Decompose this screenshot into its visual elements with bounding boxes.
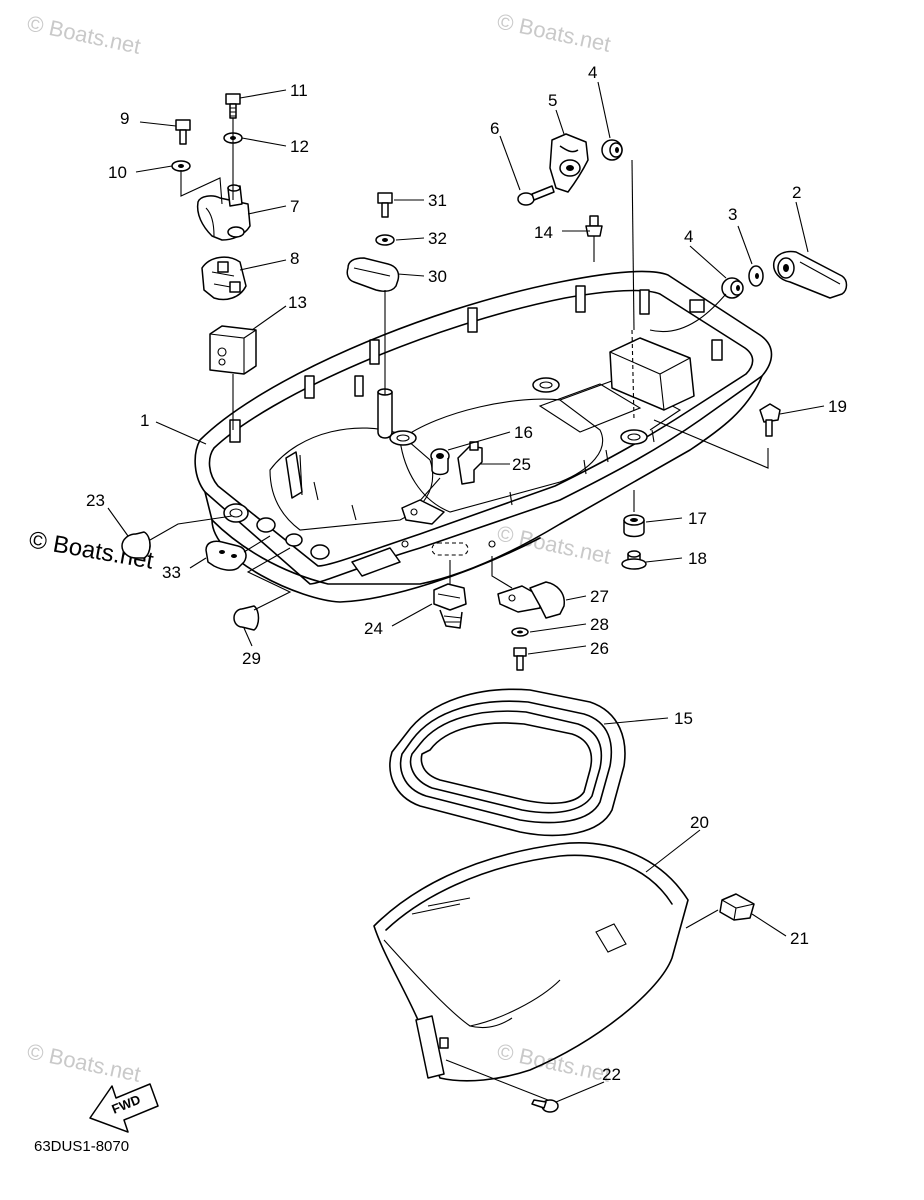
callout-18: 18 (688, 549, 707, 568)
callout-28: 28 (590, 615, 609, 634)
callout-7: 7 (290, 197, 299, 216)
watermark-top-left: © Boats.net (25, 10, 143, 58)
watermark-top-center: © Boats.net (495, 8, 613, 56)
lower-cover-20 (373, 842, 689, 1082)
callout-2: 2 (792, 183, 801, 202)
callout-30: 30 (428, 267, 447, 286)
callout-8: 8 (290, 249, 299, 268)
clip-25 (457, 441, 483, 485)
pad-21 (719, 893, 755, 921)
callout-32: 32 (428, 229, 447, 248)
grommet-33 (205, 540, 247, 571)
mount-17 (623, 514, 645, 538)
plug-23 (121, 531, 151, 559)
grommet-4-upper (601, 139, 623, 161)
callout-33: 33 (162, 563, 181, 582)
collar-18 (621, 550, 647, 570)
callout-20: 20 (690, 813, 709, 832)
callout-17: 17 (688, 509, 707, 528)
callout-24: 24 (364, 619, 383, 638)
screw-22 (531, 1099, 559, 1113)
rim-bosses (229, 285, 723, 443)
callout-6: 6 (490, 119, 499, 138)
washer-28 (511, 627, 529, 637)
callout-22: 22 (602, 1065, 621, 1084)
bolt-31 (377, 192, 393, 218)
callout-14: 14 (534, 223, 553, 242)
drawing-code: 63DUS1-8070 (34, 1138, 129, 1155)
callout-26: 26 (590, 639, 609, 658)
fwd-arrow-icon: FWD (89, 1083, 159, 1133)
callout-27: 27 (590, 587, 609, 606)
callout-29: 29 (242, 649, 261, 668)
cushion-30 (346, 257, 400, 292)
screw-6 (517, 185, 555, 206)
callout-21: 21 (790, 929, 809, 948)
callouts: 1 2 3 4 4 5 6 7 8 9 10 11 12 (86, 63, 847, 1103)
callout-13: 13 (288, 293, 307, 312)
bracket-27 (497, 581, 565, 619)
bolt-9 (175, 119, 191, 145)
callout-4-lower: 4 (684, 227, 693, 246)
grommet-4-lower (721, 277, 744, 299)
grommet-24 (433, 583, 467, 629)
watermark-bottom-center: © Boats.net (495, 1038, 613, 1086)
callout-15: 15 (674, 709, 693, 728)
stud-14 (585, 215, 603, 262)
lever-2 (772, 250, 848, 299)
block-13 (209, 325, 257, 375)
callout-23: 23 (86, 491, 105, 510)
washer-3 (748, 265, 764, 287)
callout-5: 5 (548, 91, 557, 110)
callout-11: 11 (290, 81, 308, 100)
bracket-5 (549, 133, 589, 193)
callout-4-upper: 4 (588, 63, 597, 82)
plug-29 (233, 605, 260, 631)
clamp-8 (201, 256, 247, 301)
washer-10 (171, 160, 191, 172)
callout-31: 31 (428, 191, 447, 210)
screw-26 (513, 647, 527, 671)
callout-1: 1 (140, 411, 149, 430)
callout-19: 19 (828, 397, 847, 416)
seal-15 (389, 688, 626, 837)
callout-10: 10 (108, 163, 127, 182)
watermark-bottom-left: © Boats.net (25, 1038, 143, 1086)
callout-25: 25 (512, 455, 531, 474)
callout-3: 3 (728, 205, 737, 224)
bottom-cowling-tray (194, 270, 773, 603)
grommet-16 (430, 448, 450, 476)
bolt-19 (759, 403, 781, 437)
callout-9: 9 (120, 109, 129, 128)
bolt-11 (225, 93, 241, 119)
callout-12: 12 (290, 137, 309, 156)
bracket-7 (196, 184, 251, 241)
callout-16: 16 (514, 423, 533, 442)
washer-32 (375, 234, 395, 246)
